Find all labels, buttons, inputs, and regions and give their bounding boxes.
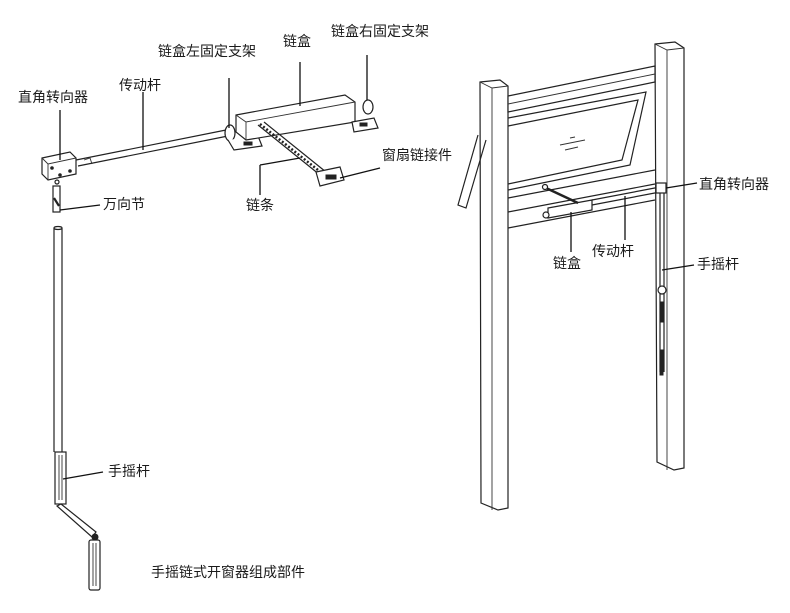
chain-box-part	[235, 94, 356, 141]
installed-diverter	[655, 182, 667, 194]
sash-chain-connector-part	[315, 166, 345, 187]
label-universal-joint: 万向节	[103, 197, 145, 213]
label-chain-box-left-bracket: 链盒左固定支架	[158, 44, 256, 60]
leader-crank-left	[62, 471, 104, 480]
leader-chain	[259, 157, 301, 195]
chain-box-right-bracket-part	[351, 99, 379, 133]
installed-drive-rod	[591, 186, 661, 206]
label-chain: 链条	[246, 198, 274, 214]
label-sash-chain-connector: 窗扇链接件	[382, 148, 452, 164]
right-angle-diverter-part	[41, 151, 77, 181]
label-right-angle-diverter: 直角转向器	[18, 90, 88, 106]
figure-caption: 手摇链式开窗器组成部件	[151, 565, 305, 581]
leader-universal-joint	[59, 204, 101, 211]
window-frame	[457, 41, 685, 511]
leader-connector	[339, 167, 381, 179]
label-chain-box-installed: 链盒	[553, 256, 581, 272]
label-chain-box: 链盒	[283, 34, 311, 50]
leader-crank-right	[661, 264, 695, 271]
universal-joint-part	[52, 179, 61, 213]
label-right-angle-diverter-installed: 直角转向器	[699, 177, 769, 193]
installed-chain-box	[542, 199, 593, 219]
leader-diverter-right	[665, 182, 698, 189]
chain-part	[257, 121, 327, 176]
crank-handle-part	[54, 451, 101, 591]
label-drive-rod: 传动杆	[119, 78, 161, 94]
vertical-rod-part	[53, 225, 63, 452]
label-drive-rod-installed: 传动杆	[592, 244, 634, 260]
label-crank-handle-installed: 手摇杆	[697, 257, 739, 273]
label-chain-box-right-bracket: 链盒右固定支架	[331, 24, 429, 40]
label-crank-handle: 手摇杆	[108, 464, 150, 480]
chain-box-left-bracket-part	[224, 124, 263, 151]
installed-crank-rod	[657, 193, 667, 376]
installed-chain-arm	[541, 183, 579, 205]
drive-rod-part	[75, 129, 229, 167]
